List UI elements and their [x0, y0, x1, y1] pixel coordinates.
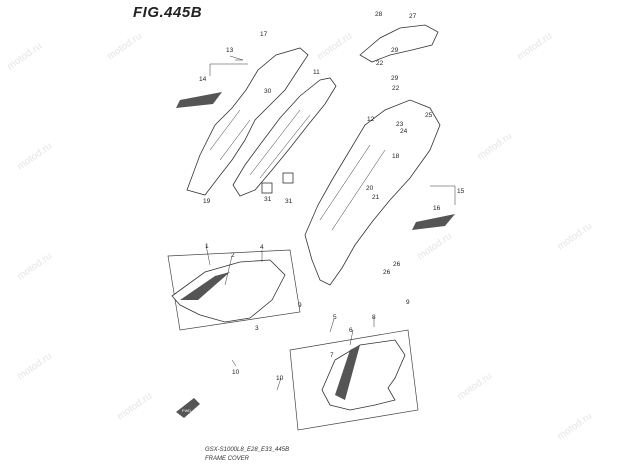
watermark: motod.ru	[315, 31, 354, 63]
emblem-16	[412, 214, 455, 230]
callout-3: 3	[255, 325, 259, 332]
clip-31	[261, 172, 294, 194]
callout-25: 25	[425, 112, 433, 119]
callout-23: 23	[396, 121, 404, 128]
callout-13: 13	[226, 47, 234, 54]
fwd-arrow: FWD	[176, 398, 200, 418]
frame-cover-right-rear	[304, 99, 441, 286]
watermark: motod.ru	[15, 251, 54, 283]
footer-caption: FRAME COVER	[205, 456, 250, 462]
callout-10b: 10	[276, 375, 284, 382]
watermark: motod.ru	[15, 141, 54, 173]
callout-16: 16	[433, 205, 441, 212]
watermark-layer: motod.ru motod.ru motod.ru motod.ru moto…	[5, 31, 594, 443]
callout-29a: 29	[391, 47, 399, 54]
watermark: motod.ru	[115, 391, 154, 423]
callout-30: 30	[264, 88, 272, 95]
callout-26b: 26	[383, 269, 391, 276]
tail-cover	[359, 24, 439, 63]
fwd-label: FWD	[182, 408, 191, 413]
watermark: motod.ru	[415, 231, 454, 263]
callout-24: 24	[400, 128, 408, 135]
callout-8: 8	[372, 314, 376, 321]
callout-29b: 29	[391, 75, 399, 82]
watermark: motod.ru	[105, 31, 144, 63]
watermark: motod.ru	[555, 411, 594, 443]
callout-9b: 9	[406, 299, 410, 306]
callout-17: 17	[260, 31, 268, 38]
callout-6: 6	[349, 327, 353, 334]
callout-31b: 31	[285, 198, 293, 205]
callout-21: 21	[372, 194, 380, 201]
frame-cover-left-lower	[167, 249, 301, 331]
callout-26a: 26	[393, 261, 401, 268]
callout-11: 11	[313, 69, 320, 76]
callout-14: 14	[199, 76, 207, 83]
watermark: motod.ru	[515, 31, 554, 63]
emblem-14	[176, 92, 222, 108]
watermark: motod.ru	[475, 131, 514, 163]
callout-7: 7	[330, 352, 334, 359]
callout-20: 20	[366, 185, 374, 192]
callout-18: 18	[392, 153, 400, 160]
callout-28: 28	[375, 11, 383, 18]
callout-27: 27	[409, 13, 417, 20]
watermark: motod.ru	[455, 371, 494, 403]
callout-19: 19	[203, 198, 211, 205]
callout-15: 15	[457, 188, 465, 195]
callout-4: 4	[260, 244, 264, 251]
watermark: motod.ru	[555, 221, 594, 253]
watermark: motod.ru	[5, 41, 44, 73]
figure-title: FIG.445B	[133, 4, 203, 21]
callouts: 1 2 3 4 5 6 7 8 9 9 10 10 11 12 13 14 15…	[199, 11, 465, 382]
callout-1: 1	[205, 243, 209, 250]
leader-lines	[205, 55, 456, 391]
frame-cover-left-rear	[186, 47, 337, 197]
frame-cover-right-lower	[289, 329, 419, 431]
callout-2: 2	[231, 252, 235, 259]
footer-model: GSX-S1000L8_E28_E33_445B	[205, 447, 290, 453]
callout-9a: 9	[298, 302, 302, 309]
callout-22b: 22	[392, 85, 400, 92]
watermark: motod.ru	[15, 351, 54, 383]
callout-10a: 10	[232, 369, 240, 376]
callout-12: 12	[367, 116, 375, 123]
callout-5: 5	[333, 314, 337, 321]
callout-22a: 22	[376, 60, 384, 67]
callout-31a: 31	[264, 196, 272, 203]
